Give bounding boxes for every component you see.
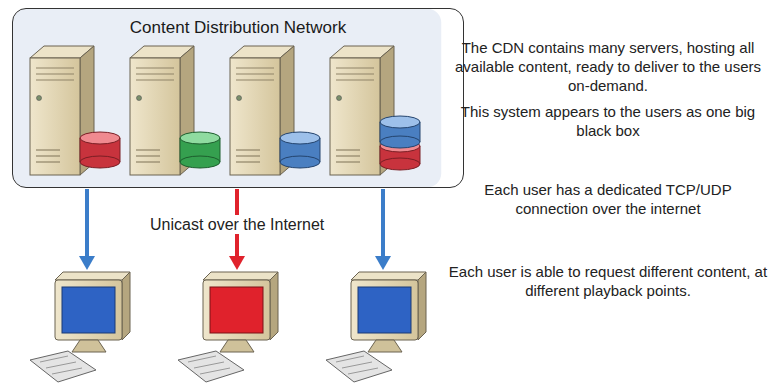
unicast-arrows xyxy=(79,189,391,270)
box-title: Content Distribution Network xyxy=(13,9,463,38)
user-computer-1 xyxy=(30,272,130,382)
note-text: The CDN contains many servers, hosting a… xyxy=(448,38,768,95)
server-1 xyxy=(30,46,120,175)
server-4 xyxy=(330,46,420,175)
note-text: Each user is able to request different c… xyxy=(448,262,768,300)
server-2 xyxy=(130,46,220,175)
cdn-box: Content Distribution Network xyxy=(12,8,464,188)
note-text: Each user has a dedicated TCP/UDP connec… xyxy=(448,180,768,218)
user-computer-2 xyxy=(178,272,278,382)
connection-label: Unicast over the Internet xyxy=(146,215,328,234)
user-computer-3 xyxy=(326,272,426,382)
server-3 xyxy=(230,46,320,175)
note-text: This system appears to the users as one … xyxy=(448,102,768,140)
